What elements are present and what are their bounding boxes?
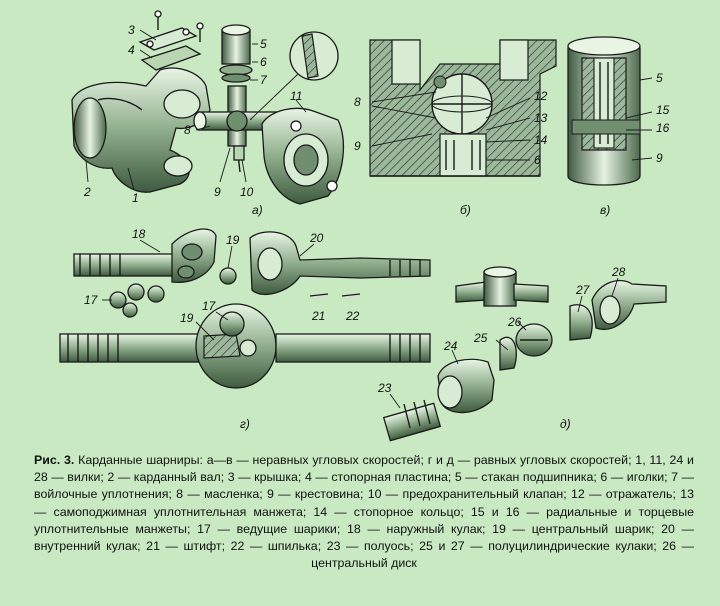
- label-14: 14: [534, 133, 548, 147]
- label-b-6: 6: [534, 153, 541, 167]
- panel-label-v: в): [600, 203, 610, 217]
- label-5: 5: [260, 37, 267, 51]
- panel-a-drawing: [71, 10, 345, 205]
- panel-d-drawing: [382, 266, 667, 442]
- label-24: 24: [443, 339, 458, 353]
- label-25: 25: [473, 331, 488, 345]
- label-8: 8: [184, 123, 191, 137]
- panel-v-labels: 5 15 16 9 в): [600, 71, 670, 217]
- label-b-9: 9: [354, 139, 361, 153]
- label-21: 21: [311, 309, 325, 323]
- panel-g-drawing: [59, 228, 431, 389]
- panel-v-drawing: [567, 36, 653, 186]
- label-13: 13: [534, 111, 548, 125]
- label-v-5: 5: [656, 71, 663, 85]
- panel-label-g: г): [240, 417, 250, 431]
- label-17-bottom: 17: [202, 299, 217, 313]
- panel-a-labels: 1 2 3 4 5 6 7 8 9 10 11 а): [83, 23, 302, 217]
- label-26: 26: [507, 315, 522, 329]
- panel-label-a: а): [252, 203, 263, 217]
- label-19-top: 19: [226, 233, 240, 247]
- panel-label-b: б): [460, 203, 471, 217]
- label-7: 7: [260, 73, 268, 87]
- label-16: 16: [656, 121, 670, 135]
- label-19-bottom: 19: [180, 311, 194, 325]
- label-22: 22: [345, 309, 360, 323]
- label-9: 9: [214, 185, 221, 199]
- label-23: 23: [377, 381, 392, 395]
- panel-d-labels: 28 27 25 26 24 23 д): [377, 265, 626, 431]
- label-b-8: 8: [354, 95, 361, 109]
- caption-text: Карданные шарниры: а—в — неравных угловы…: [34, 453, 694, 571]
- panel-b-drawing: [369, 39, 557, 177]
- diagram-drawing: 1 2 3 4 5 6 7 8 9 10 11 а) 8 9: [59, 10, 670, 442]
- panel-b-labels: 8 9 12 13 14 6 б): [354, 89, 548, 217]
- label-1: 1: [132, 191, 139, 205]
- label-11: 11: [290, 89, 302, 103]
- label-20: 20: [309, 231, 324, 245]
- panel-g-labels: 18 19 20 17 21 22 17 19 г): [84, 227, 360, 431]
- label-12: 12: [534, 89, 548, 103]
- label-3: 3: [128, 23, 135, 37]
- label-28: 28: [611, 265, 626, 279]
- label-27: 27: [575, 283, 591, 297]
- label-v-9: 9: [656, 151, 663, 165]
- label-2: 2: [83, 185, 91, 199]
- label-6: 6: [260, 55, 267, 69]
- caption-title: Рис. 3.: [34, 453, 75, 467]
- panel-label-d: д): [560, 417, 571, 431]
- label-15: 15: [656, 103, 670, 117]
- label-18: 18: [132, 227, 146, 241]
- label-10: 10: [240, 185, 254, 199]
- figure-caption: Рис. 3. Карданные шарниры: а—в — неравны…: [34, 452, 694, 572]
- label-17-top: 17: [84, 293, 99, 307]
- label-4: 4: [128, 43, 135, 57]
